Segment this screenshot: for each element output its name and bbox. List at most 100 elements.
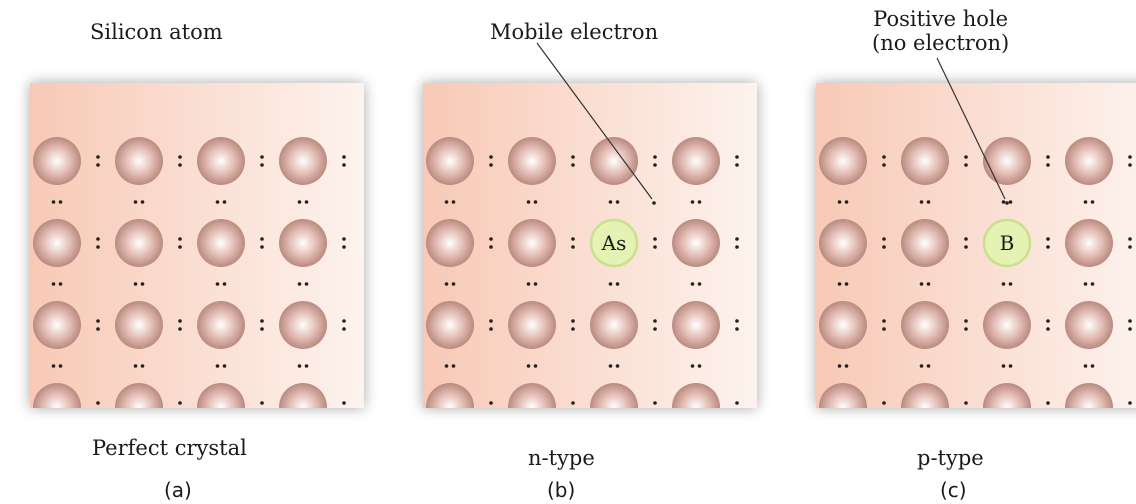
bond-electron	[653, 409, 657, 413]
bond-electron	[615, 200, 620, 204]
bond-electron	[1083, 200, 1088, 204]
bond-electron	[297, 282, 302, 286]
bond-electron	[260, 409, 264, 413]
leader-line	[936, 57, 1006, 200]
bond-electron	[342, 155, 346, 159]
bond-electron	[178, 401, 182, 405]
bond-electron	[1046, 319, 1050, 323]
silicon-atom	[672, 383, 720, 408]
bond-electron	[1009, 446, 1013, 450]
bond-electron	[608, 200, 613, 204]
silicon-atom	[590, 137, 638, 185]
panel-c-caption: (c)	[940, 478, 967, 502]
bond-electron	[444, 282, 449, 286]
bond-electron	[1001, 364, 1006, 368]
bond-electron	[690, 364, 695, 368]
bond-electron	[926, 282, 931, 286]
bond-electron	[1001, 282, 1006, 286]
bond-electron	[882, 409, 886, 413]
bond-electron	[178, 409, 182, 413]
bond-electron	[96, 401, 100, 405]
bond-electron	[838, 446, 842, 450]
bond-electron	[964, 245, 968, 249]
silicon-atom	[508, 219, 556, 267]
dopant-symbol: B	[1000, 231, 1015, 255]
bond-electron	[1046, 155, 1050, 159]
silicon-atom	[508, 301, 556, 349]
bond-electron	[178, 319, 182, 323]
bond-electron	[305, 446, 309, 450]
bond-electron	[845, 446, 849, 450]
bond-electron	[96, 155, 100, 159]
bond-electron	[919, 200, 924, 204]
silicon-atom	[115, 301, 163, 349]
bond-electron	[452, 446, 456, 450]
bond-electron	[215, 364, 220, 368]
bond-electron	[140, 282, 145, 286]
bond-electron	[444, 364, 449, 368]
bond-electron	[653, 245, 657, 249]
silicon-atom	[279, 383, 327, 408]
bond-electron	[133, 200, 138, 204]
crystal-panel-c: B	[816, 57, 1136, 450]
bond-electron	[526, 200, 531, 204]
bond-electron	[926, 364, 931, 368]
bond-electron	[1090, 364, 1095, 368]
panel-a-caption: (a)	[164, 478, 192, 502]
bond-electron	[697, 200, 702, 204]
silicon-atom	[983, 137, 1031, 185]
bond-electron	[260, 319, 264, 323]
silicon-atom	[426, 383, 474, 408]
bond-electron	[690, 282, 695, 286]
bond-electron	[1008, 282, 1013, 286]
silicon-atom	[901, 137, 949, 185]
bond-electron	[1090, 200, 1095, 204]
bond-electron	[882, 245, 886, 249]
silicon-atom	[426, 219, 474, 267]
bond-electron	[1128, 237, 1132, 241]
bond-electron	[837, 364, 842, 368]
bond-electron	[964, 155, 968, 159]
positive-hole-label: Positive hole (no electron)	[872, 7, 1010, 56]
silicon-atom	[901, 219, 949, 267]
silicon-atom	[1065, 219, 1113, 267]
bond-electron	[571, 237, 575, 241]
bond-electron	[571, 327, 575, 331]
bond-electron	[571, 245, 575, 249]
dopant-atom	[982, 218, 1032, 268]
silicon-atom	[197, 383, 245, 408]
bond-electron	[690, 200, 695, 204]
bond-electron	[260, 327, 264, 331]
bond-electron	[837, 200, 842, 204]
bond-electron	[698, 446, 702, 450]
bond-electron	[1046, 401, 1050, 405]
bond-electron	[735, 319, 739, 323]
bond-electron	[882, 327, 886, 331]
bond-electron	[1046, 409, 1050, 413]
bond-electron	[697, 282, 702, 286]
bond-electron	[58, 200, 63, 204]
silicon-atom	[115, 137, 163, 185]
bond-electron	[1128, 401, 1132, 405]
bond-electron	[51, 200, 56, 204]
bond-electron	[51, 364, 56, 368]
bond-electron	[919, 364, 924, 368]
bond-electron	[297, 364, 302, 368]
silicon-atom	[590, 301, 638, 349]
bond-electron	[1046, 237, 1050, 241]
perfect-crystal-label: Perfect crystal	[92, 436, 247, 460]
bond-electron	[964, 327, 968, 331]
bond-electron	[1083, 364, 1088, 368]
bond-electron	[133, 282, 138, 286]
bond-electron	[222, 200, 227, 204]
silicon-atom	[983, 301, 1031, 349]
silicon-atom	[819, 137, 867, 185]
bond-electron	[1091, 446, 1095, 450]
silicon-atom	[819, 383, 867, 408]
bond-electron	[735, 245, 739, 249]
bond-electron	[59, 446, 63, 450]
bond-electron	[735, 163, 739, 167]
hole-marker-dot	[1005, 201, 1009, 205]
bond-electron	[882, 237, 886, 241]
bond-electron	[489, 401, 493, 405]
